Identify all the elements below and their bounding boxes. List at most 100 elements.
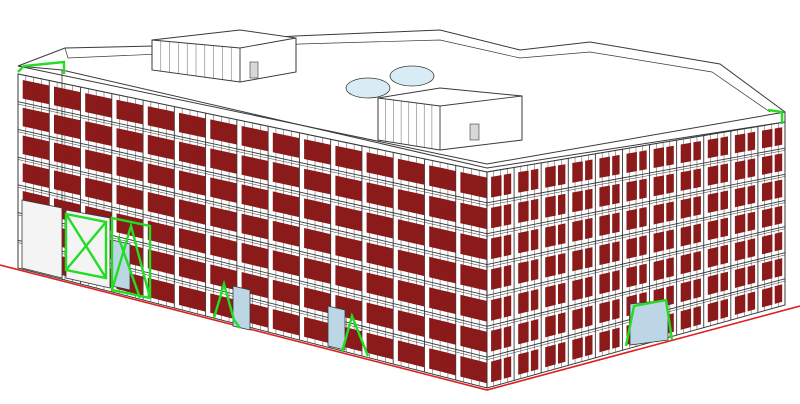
left-window-strip xyxy=(318,261,331,284)
left-window-strip xyxy=(210,235,227,259)
right-window-strip xyxy=(585,334,593,357)
right-window-strip xyxy=(774,179,783,199)
left-window-strip xyxy=(318,142,331,165)
right-window-strip xyxy=(734,267,746,288)
right-window-strip xyxy=(558,164,566,186)
right-window-strip xyxy=(599,301,610,324)
left-window-strip xyxy=(443,321,456,345)
left-window-strip xyxy=(272,250,290,274)
left-window-strip xyxy=(397,310,415,335)
right-window-strip xyxy=(639,150,647,171)
left-window-strip xyxy=(304,168,321,193)
right-window-strip xyxy=(530,349,539,372)
left-window-strip xyxy=(54,86,71,109)
left-window-strip xyxy=(99,152,112,175)
left-window-strip xyxy=(147,106,165,129)
left-window-strip xyxy=(287,194,300,218)
left-window-strip xyxy=(366,332,383,357)
right-window-strip xyxy=(572,278,583,301)
left-window-strip xyxy=(179,170,196,194)
left-window-strip xyxy=(318,231,331,255)
left-window-strip xyxy=(475,328,487,353)
left-window-strip xyxy=(287,135,300,158)
right-window-strip xyxy=(666,229,674,250)
left-window-strip xyxy=(162,109,175,132)
left-window-strip xyxy=(68,89,81,111)
right-window-strip xyxy=(747,291,756,312)
right-window-strip xyxy=(585,217,593,240)
right-window-strip xyxy=(666,173,674,194)
right-window-strip xyxy=(626,208,637,231)
left-window-strip xyxy=(225,268,237,291)
skylight-dome xyxy=(389,65,435,87)
right-window-strip xyxy=(734,187,746,208)
right-window-strip xyxy=(639,207,647,228)
left-window-strip xyxy=(429,348,446,373)
left-window-strip xyxy=(241,184,258,208)
left-window-strip xyxy=(412,192,425,216)
left-window-strip xyxy=(350,238,362,262)
left-window-strip xyxy=(193,202,206,225)
right-window-strip xyxy=(585,247,593,269)
right-window-strip xyxy=(762,286,773,308)
skylight-dome xyxy=(345,77,391,99)
left-window-strip xyxy=(318,201,331,225)
right-window-strip xyxy=(762,128,773,149)
right-window-strip xyxy=(747,131,756,151)
left-window-strip xyxy=(381,215,393,239)
left-window-strip xyxy=(460,233,477,258)
right-window-strip xyxy=(518,200,529,223)
right-window-strip xyxy=(572,161,583,183)
right-window-strip xyxy=(572,337,583,360)
right-window-strip xyxy=(720,271,728,292)
right-window-strip xyxy=(503,356,512,379)
right-window-strip xyxy=(747,185,756,205)
right-window-strip xyxy=(599,214,610,236)
left-window-strip xyxy=(193,115,206,138)
left-window-strip xyxy=(131,159,143,182)
left-window-strip xyxy=(147,192,165,215)
right-window-strip xyxy=(558,341,566,364)
left-window-strip xyxy=(429,195,446,220)
roof-parapet-inner xyxy=(64,39,771,113)
right-window-strip xyxy=(680,253,692,275)
left-window-strip xyxy=(304,287,321,312)
right-window-strip xyxy=(707,274,719,295)
left-window-strip xyxy=(443,229,456,253)
right-window-strip xyxy=(585,305,593,327)
right-window-strip xyxy=(518,230,529,254)
left-window-strip xyxy=(366,182,383,207)
left-window-strip xyxy=(147,249,165,273)
right-window-strip xyxy=(762,234,773,255)
right-window-strip xyxy=(518,351,529,375)
right-window-strip xyxy=(530,289,539,311)
right-window-strip xyxy=(572,190,583,213)
left-window-strip xyxy=(179,112,196,136)
left-window-strip xyxy=(350,268,362,292)
right-window-strip xyxy=(666,257,674,278)
right-window-strip xyxy=(626,152,637,173)
right-window-strip xyxy=(626,237,637,259)
left-window-strip xyxy=(85,149,102,173)
left-window-strip xyxy=(460,294,477,320)
bracing-roof-corner xyxy=(17,60,66,74)
bracing-entrance xyxy=(340,312,370,357)
left-window-strip xyxy=(162,252,175,275)
left-window-strip xyxy=(443,351,456,376)
right-window-strip xyxy=(653,203,664,225)
left-window-strip xyxy=(335,175,352,200)
right-window-strip xyxy=(707,165,719,186)
left-window-strip xyxy=(475,359,487,384)
left-window-strip xyxy=(381,155,393,179)
right-window-strip xyxy=(747,211,756,232)
left-window-strip xyxy=(225,151,237,174)
left-window-strip xyxy=(225,238,237,262)
right-window-strip xyxy=(612,241,620,263)
left-window-strip xyxy=(397,219,415,244)
right-window-strip xyxy=(707,301,719,323)
left-window-strip xyxy=(256,275,268,299)
left-window-strip xyxy=(131,188,143,210)
left-window-strip xyxy=(37,110,50,133)
right-window-strip xyxy=(693,305,701,327)
left-window-strip xyxy=(460,325,477,350)
